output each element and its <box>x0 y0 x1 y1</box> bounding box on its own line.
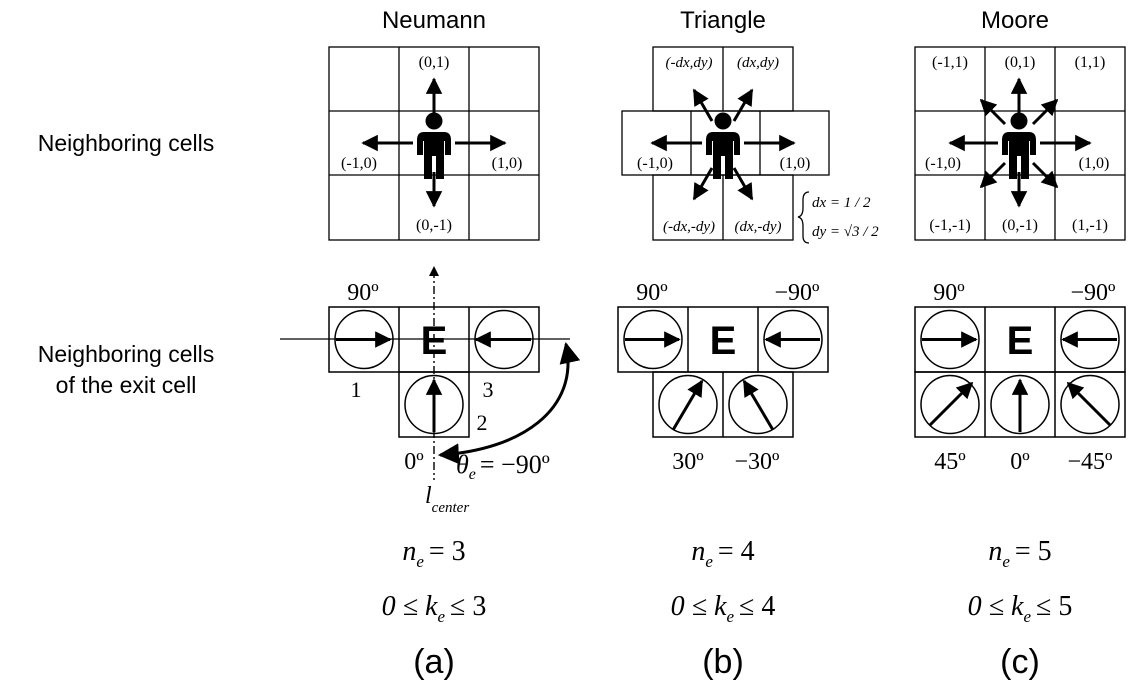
moore-label-tl: (-1,1) <box>932 54 968 71</box>
ke-lhs: 0 ≤ k <box>382 591 438 622</box>
moore-angle-bl: 45º <box>934 449 966 475</box>
neumann-label-top: (0,1) <box>419 54 450 71</box>
moore-label-ml: (-1,0) <box>925 155 961 172</box>
neumann-angle-left: 90º <box>347 280 379 306</box>
neumann-exit-arrows <box>336 331 531 432</box>
column-title-neumann: Neumann <box>382 7 486 34</box>
theta-equation: θe= −90º <box>456 450 550 483</box>
ne-var: n <box>691 536 705 567</box>
ne-rhs: = 3 <box>429 536 466 567</box>
triangle-angle-left: 90º <box>636 280 668 306</box>
triangle-angle-bl: 30º <box>672 449 704 475</box>
neumann-cell-num-1: 1 <box>351 377 362 402</box>
triangle-exit-cells <box>617 306 829 438</box>
ne-rhs: = 4 <box>718 536 755 567</box>
theta-subscript: e <box>469 466 476 483</box>
triangle-label-bl: (-dx,-dy) <box>663 219 715 235</box>
neumann-label-bottom: (0,-1) <box>416 217 452 234</box>
moore-arrows <box>948 77 1092 208</box>
ne-rhs: = 5 <box>1015 536 1052 567</box>
triangle-ne-equation: ne = 4 <box>691 536 754 571</box>
triangle-label-left: (-1,0) <box>637 155 673 172</box>
theta-arc-arrow <box>437 341 581 465</box>
moore-label-tc: (0,1) <box>1005 54 1036 71</box>
moore-label-mr: (1,0) <box>1079 155 1110 172</box>
moore-label-br: (1,-1) <box>1072 217 1108 234</box>
column-title-moore: Moore <box>981 7 1049 34</box>
person-icon <box>417 112 451 179</box>
neumann-ne-equation: ne = 3 <box>402 536 465 571</box>
triangle-label-right: (1,0) <box>780 155 811 172</box>
moore-angle-left: 90º <box>933 280 965 306</box>
moore-angle-bc: 0º <box>1010 449 1030 475</box>
ne-sub: e <box>705 552 713 571</box>
curly-brace <box>797 191 810 244</box>
row-label-exit-line2: of the exit cell <box>56 372 197 398</box>
neumann-arrows <box>361 77 507 208</box>
ke-sub: e <box>1023 607 1031 626</box>
triangle-label-br: (dx,-dy) <box>734 219 781 235</box>
neumann-cell-num-2: 2 <box>477 410 488 435</box>
exit-cell-label: E <box>1007 319 1034 363</box>
lcenter-label: lcenter <box>425 483 469 516</box>
neumann-cell-num-3: 3 <box>483 377 494 402</box>
theta-rhs: = −90º <box>480 450 550 479</box>
triangle-label-tr: (dx,dy) <box>737 55 779 71</box>
ne-var: n <box>988 536 1002 567</box>
moore-angle-br: −45º <box>1068 449 1114 475</box>
triangle-arrows <box>650 88 796 201</box>
column-title-triangle: Triangle <box>680 7 766 34</box>
ne-sub: e <box>416 552 424 571</box>
panel-label-a: (a) <box>413 643 455 681</box>
triangle-angle-right: −90º <box>775 280 821 306</box>
moore-angle-right: −90º <box>1071 280 1117 306</box>
moore-exit-arrows <box>922 331 1117 432</box>
triangle-dy-eq: dy = √3 / 2 <box>812 224 879 240</box>
moore-ne-equation: ne = 5 <box>988 536 1051 571</box>
triangle-label-tl: (-dx,dy) <box>665 55 712 71</box>
lcenter-sub: center <box>432 500 470 516</box>
person-icon <box>1002 112 1036 179</box>
row-label-neighboring-cells: Neighboring cells <box>38 130 214 156</box>
moore-label-tr: (1,1) <box>1075 54 1106 71</box>
lcenter-l: l <box>425 483 432 509</box>
triangle-exit-arrows <box>625 331 820 431</box>
ne-sub: e <box>1002 552 1010 571</box>
center-line-arrowhead <box>429 266 439 276</box>
triangle-ke-equation: 0 ≤ ke ≤ 4 <box>671 591 776 626</box>
exit-cell-label: E <box>421 319 448 363</box>
ke-rhs: ≤ 4 <box>739 591 775 622</box>
ne-var: n <box>402 536 416 567</box>
ke-rhs: ≤ 3 <box>450 591 486 622</box>
moore-ke-equation: 0 ≤ ke ≤ 5 <box>968 591 1073 626</box>
moore-label-bc: (0,-1) <box>1002 217 1038 234</box>
moore-exit-cells <box>914 306 1126 438</box>
neumann-ke-equation: 0 ≤ ke ≤ 3 <box>382 591 487 626</box>
panel-label-b: (b) <box>702 643 744 681</box>
moore-label-bl: (-1,-1) <box>929 217 970 234</box>
exit-cell-label: E <box>710 319 737 363</box>
panel-label-c: (c) <box>1000 643 1040 681</box>
neumann-label-right: (1,0) <box>492 155 523 172</box>
ke-sub: e <box>726 607 734 626</box>
ke-lhs: 0 ≤ k <box>671 591 727 622</box>
neumann-label-left: (-1,0) <box>341 155 377 172</box>
theta-symbol: θ <box>456 450 469 479</box>
ke-sub: e <box>437 607 445 626</box>
triangle-dx-eq: dx = 1 / 2 <box>812 195 871 211</box>
ke-rhs: ≤ 5 <box>1036 591 1072 622</box>
triangle-angle-br: −30º <box>735 449 781 475</box>
neumann-angle-bottom: 0º <box>404 449 424 475</box>
row-label-exit-line1: Neighboring cells <box>38 341 214 367</box>
neumann-grid <box>328 46 540 241</box>
ke-lhs: 0 ≤ k <box>968 591 1024 622</box>
